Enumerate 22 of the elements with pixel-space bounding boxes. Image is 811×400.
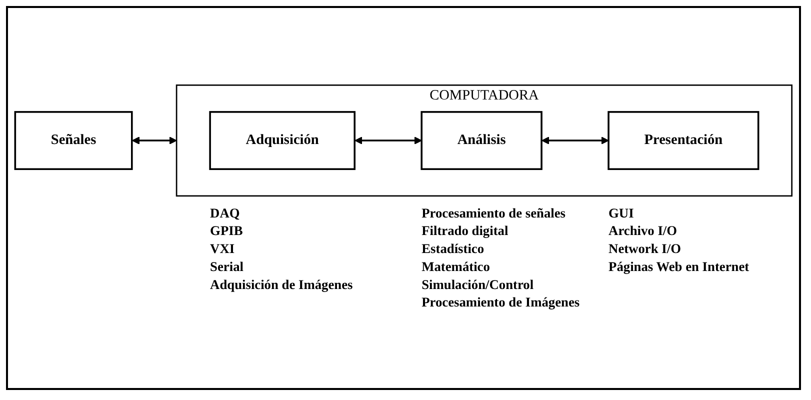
node-box: Señales (14, 110, 133, 170)
node-box: Análisis (420, 110, 542, 170)
list-item: Adquisición de Imágenes (210, 276, 353, 292)
list-item: Estadístico (422, 240, 484, 256)
list-item: Simulación/Control (422, 276, 534, 292)
list-item: GUI (608, 205, 634, 220)
arrow (132, 136, 177, 144)
node-box: Adquisición (209, 110, 356, 170)
list-item: Network I/O (608, 240, 681, 256)
list-item: Filtrado digital (422, 222, 508, 238)
list-item: Páginas Web en Internet (608, 258, 750, 274)
node-box: Presentación (608, 110, 760, 170)
arrow (354, 136, 422, 144)
list-item: DAQ (210, 205, 240, 220)
list-item: Matemático (422, 258, 490, 274)
arrow (542, 136, 609, 144)
list-item: Serial (210, 258, 244, 274)
list-item: Procesamiento de Imágenes (422, 294, 580, 310)
list-item: GPIB (210, 222, 243, 238)
list-item: VXI (210, 240, 235, 256)
list-item: Procesamiento de señales (422, 205, 566, 220)
list-item: Archivo I/O (608, 222, 678, 238)
